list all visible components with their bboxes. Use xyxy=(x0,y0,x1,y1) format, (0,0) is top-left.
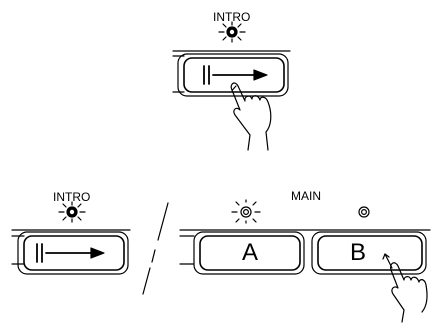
main-b-button-label: B xyxy=(349,239,366,266)
hand-pointer-icon xyxy=(390,262,428,323)
panel-edge xyxy=(11,229,131,265)
start-stop-arrow-icon xyxy=(36,243,105,263)
start-stop-arrow-icon xyxy=(203,65,268,85)
intro-button[interactable] xyxy=(17,231,129,275)
main-b-led-icon xyxy=(358,206,370,218)
intro-led-lit-icon xyxy=(58,201,86,223)
main-label: MAIN xyxy=(291,189,321,203)
panel-edge xyxy=(179,229,431,265)
main-a-button[interactable] xyxy=(193,231,305,275)
bottom-intro-label: INTRO xyxy=(53,190,91,204)
top-intro-label: INTRO xyxy=(213,10,251,24)
main-a-led-icon xyxy=(231,199,261,225)
hand-pointer-icon xyxy=(230,82,272,151)
intro-led-lit-icon xyxy=(218,21,246,43)
intro-button[interactable] xyxy=(177,53,289,97)
main-b-button[interactable] xyxy=(311,231,427,275)
separator-slash xyxy=(142,202,169,295)
main-a-button-label: A xyxy=(241,239,258,266)
